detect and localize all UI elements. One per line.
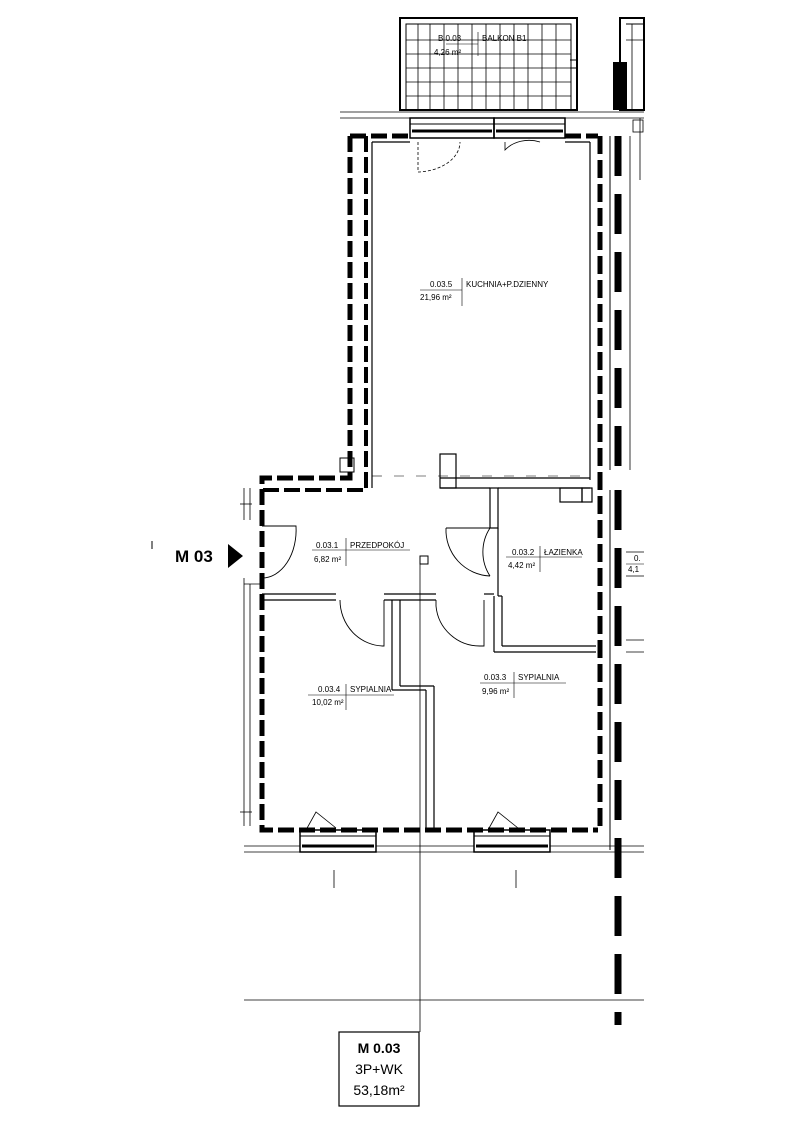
hall-walls <box>262 453 596 830</box>
right-strip <box>626 136 644 653</box>
neighbor-id: 0. <box>634 554 641 563</box>
room-id: 0.03.1 <box>316 541 339 550</box>
room-label-bathroom: 0.03.2 ŁAZIENKA 4,42 m² <box>506 546 583 572</box>
room-label-kitchen: 0.03.5 KUCHNIA+P.DZIENNY 21,96 m² <box>420 278 549 306</box>
room-id: 0.03.4 <box>318 685 341 694</box>
apartment-info-box: M 0.03 3P+WK 53,18m² <box>338 1031 420 1107</box>
doors <box>261 525 491 647</box>
neighbor-balcony <box>613 17 645 111</box>
outer-lines <box>244 560 644 1032</box>
balcony-name: BALKON B1 <box>482 34 527 43</box>
neighbor-label: 0. 4,1 <box>626 554 644 574</box>
balcony-area: 4,26 m² <box>434 48 461 57</box>
balcony-railing <box>399 17 578 111</box>
room-id: 0.03.2 <box>512 548 535 557</box>
room-area: 10,02 m² <box>312 698 344 707</box>
room-label-hall: 0.03.1 PRZEDPOKÓJ 6,82 m² <box>312 538 410 566</box>
room-name: KUCHNIA+P.DZIENNY <box>466 280 549 289</box>
apartment-area: 53,18m² <box>353 1082 405 1098</box>
neighbor-area: 4,1 <box>628 565 640 574</box>
room-id: 0.03.3 <box>484 673 507 682</box>
entrance-arrow-icon <box>228 544 243 568</box>
room-area: 6,82 m² <box>314 555 341 564</box>
entrance-label: M 03 <box>175 547 213 566</box>
room-name: ŁAZIENKA <box>544 548 583 557</box>
room-area: 4,42 m² <box>508 561 535 570</box>
room-area: 21,96 m² <box>420 293 452 302</box>
room-id: 0.03.5 <box>430 280 453 289</box>
bedroom-windows <box>299 811 551 853</box>
room-label-bedroom-right: 0.03.3 SYPIALNIA 9,96 m² <box>480 672 566 698</box>
apartment-outline-inner <box>262 136 368 492</box>
balcony-label: B 0.03 BALKON B1 4,26 m² <box>434 32 527 57</box>
room-name: SYPIALNIA <box>350 685 392 694</box>
room-area: 9,96 m² <box>482 687 509 696</box>
right-wall <box>597 118 644 1025</box>
apartment-outline <box>259 133 598 833</box>
room-name: PRZEDPOKÓJ <box>350 541 404 550</box>
entrance-marker: M 03 <box>151 541 243 568</box>
living-room-windows <box>409 117 566 173</box>
living-room-walls <box>371 141 591 488</box>
apartment-layout: 3P+WK <box>355 1061 404 1077</box>
apartment-code: M 0.03 <box>358 1040 401 1056</box>
room-label-bedroom-left: 0.03.4 SYPIALNIA 10,02 m² <box>308 684 394 710</box>
room-name: SYPIALNIA <box>518 673 560 682</box>
balcony-id: B 0.03 <box>438 34 462 43</box>
left-strip <box>240 488 262 826</box>
